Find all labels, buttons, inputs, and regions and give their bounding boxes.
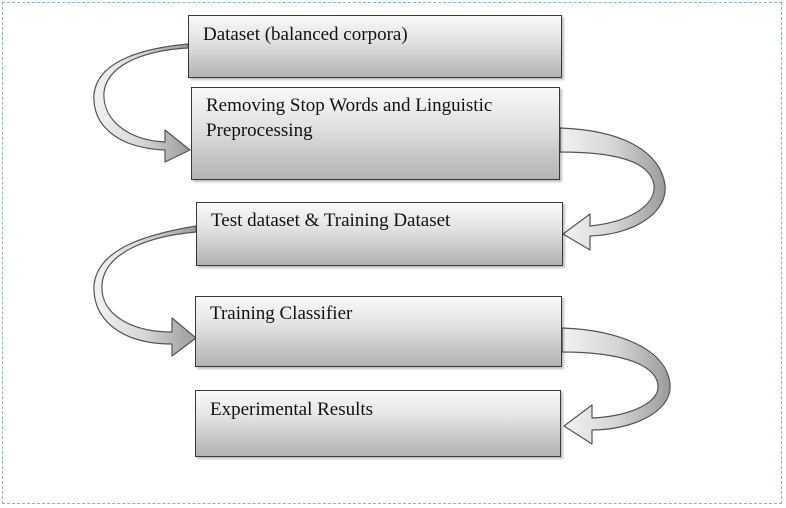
curved-arrow-4 — [561, 327, 671, 445]
step-label-preprocessing: Removing Stop Words and Linguistic Prepr… — [206, 95, 493, 141]
step-box-dataset: Dataset (balanced corpora) — [188, 15, 562, 78]
curved-arrow-1 — [93, 43, 191, 163]
step-label-dataset: Dataset (balanced corpora) — [203, 24, 408, 45]
step-label-training-classifier: Training Classifier — [210, 303, 353, 324]
step-label-experimental-results: Experimental Results — [210, 399, 374, 420]
step-box-preprocessing: Removing Stop Words and Linguistic Prepr… — [191, 87, 560, 180]
curved-arrow-2 — [559, 127, 666, 251]
step-label-test-training-dataset: Test dataset & Training Dataset — [211, 210, 451, 231]
step-box-experimental-results: Experimental Results — [195, 390, 561, 457]
curved-arrow-3 — [93, 225, 197, 357]
step-box-test-training-dataset: Test dataset & Training Dataset — [196, 202, 563, 266]
step-box-training-classifier: Training Classifier — [195, 296, 562, 367]
